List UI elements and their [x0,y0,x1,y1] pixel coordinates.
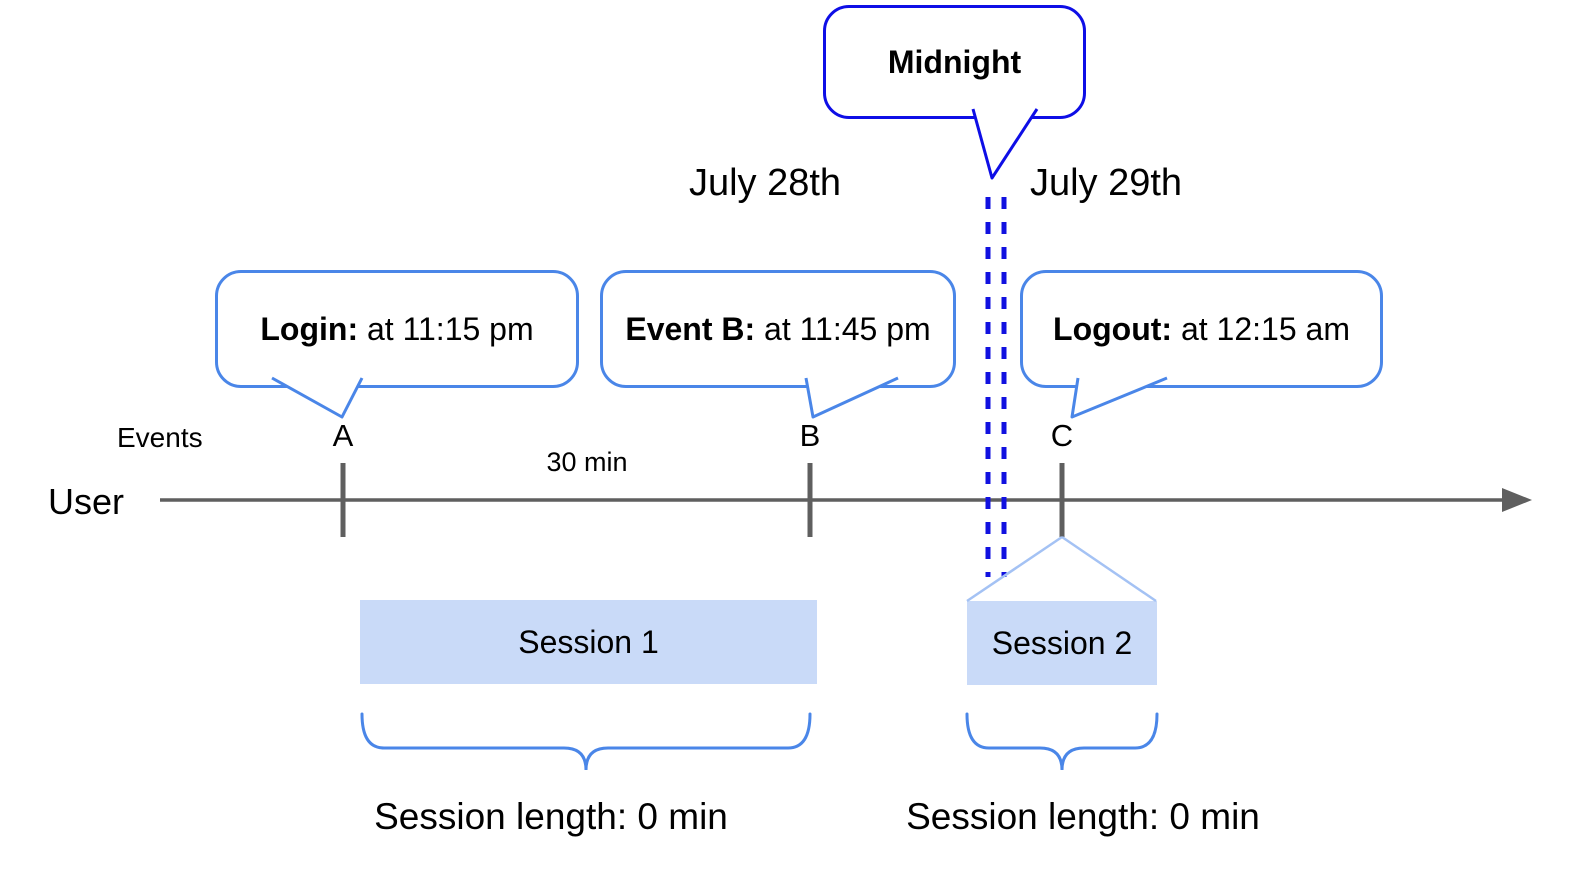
session-1-length-label: Session length: 0 min [374,796,728,837]
event-b-bubble-bold: Event B: [625,310,756,347]
date-label-july-29: July 29th [1029,162,1183,204]
login-bubble-text: Login: at 11:15 pm [260,311,533,348]
login-bubble-bold: Login: [260,310,359,347]
event-b-bubble-text: Event B: at 11:45 pm [625,311,930,348]
midnight-callout-bubble: Midnight [823,5,1086,119]
midnight-bubble-tail [971,108,1039,180]
logout-bubble-bold: Logout: [1053,310,1173,347]
event-b-bubble-rest: at 11:45 pm [755,310,931,347]
user-axis-label: User [48,481,125,522]
session-1-label: Session 1 [518,623,659,660]
event-a-letter: A [332,418,354,453]
login-bubble: Login: at 11:15 pm [215,270,579,388]
session-2-label: Session 2 [991,624,1133,661]
session-1-box: Session 1 [360,600,817,684]
events-axis-label: Events [117,422,203,453]
session-2-length-label: Session length: 0 min [906,796,1260,837]
midnight-label: Midnight [887,43,1022,80]
interval-30min-label: 30 min [546,447,628,477]
logout-bubble: Logout: at 12:15 am [1020,270,1383,388]
event-c-projection-left [966,535,1063,603]
session-2-brace [965,712,1159,771]
event-b-letter: B [799,418,821,453]
date-label-july-28: July 28th [688,162,842,204]
session-2-box: Session 2 [967,601,1157,685]
logout-bubble-text: Logout: at 12:15 am [1053,311,1350,348]
timeline-arrowhead-icon [1502,488,1532,512]
event-c-projection-right [1061,535,1157,603]
event-b-bubble: Event B: at 11:45 pm [600,270,956,388]
login-bubble-rest: at 11:15 pm [358,310,534,347]
event-c-letter: C [1050,418,1074,453]
logout-bubble-rest: at 12:15 am [1172,310,1350,347]
session-1-brace [360,712,812,771]
